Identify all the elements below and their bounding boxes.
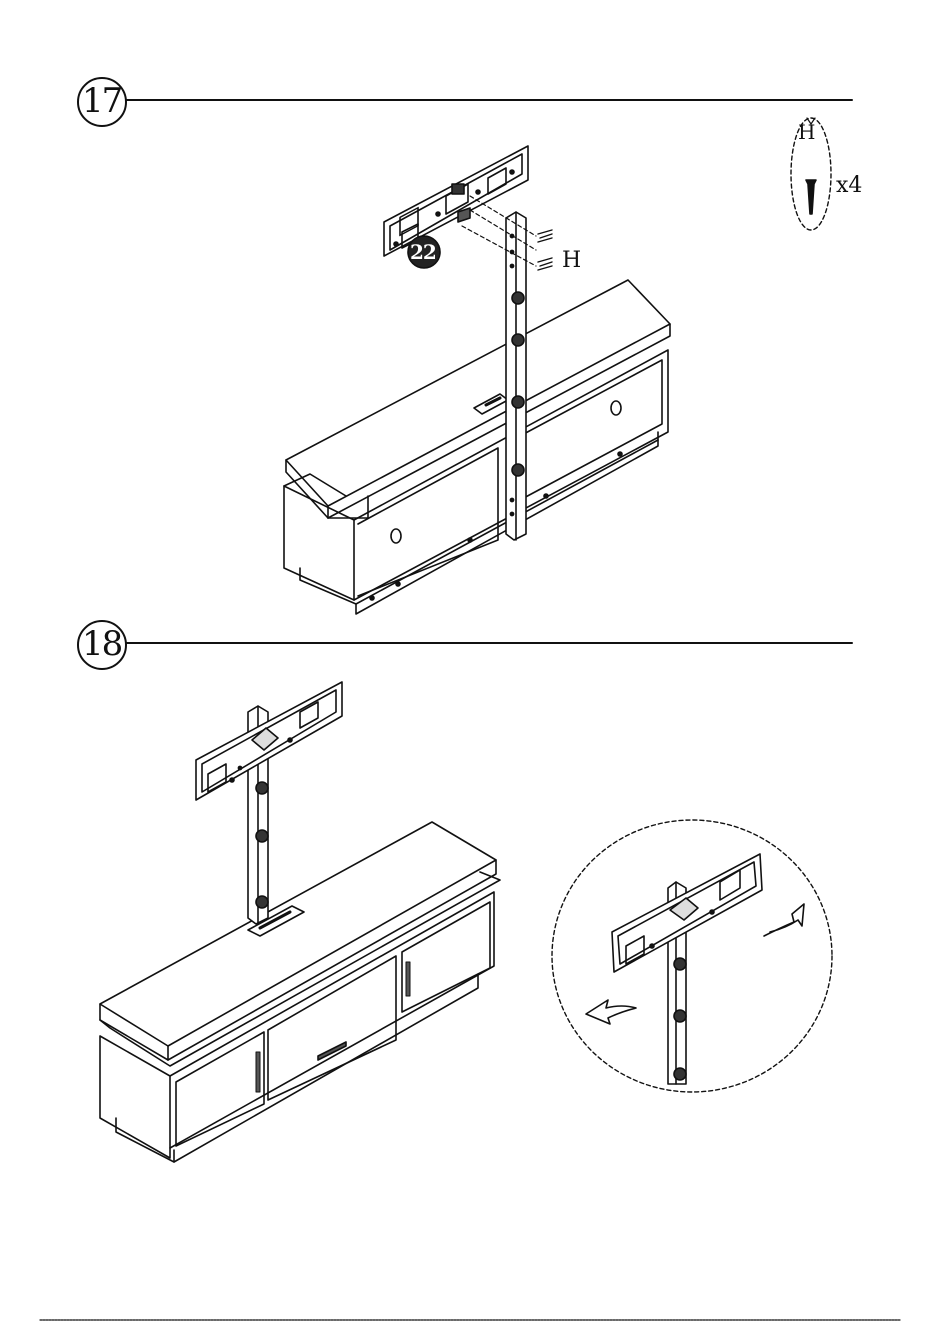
screw-lower: [538, 258, 552, 270]
step18-mount-plate: [196, 682, 342, 800]
cabinet-left-box: [284, 486, 354, 600]
door-hole-left: [391, 529, 401, 543]
cabinet18-front: [170, 892, 494, 1148]
step17-number: 17: [82, 84, 121, 118]
hardware-legend-label: H: [798, 120, 815, 144]
screw-callout-label: H: [562, 248, 581, 273]
step18-number: 18: [82, 627, 121, 661]
step18-cabinet: [100, 822, 500, 1162]
tilt-arrow-right-icon: [764, 904, 804, 936]
screw-icon: [806, 180, 816, 214]
tilt-arrow-left-icon: [586, 1000, 636, 1024]
detail-circle-outline: [552, 820, 832, 1092]
hardware-legend-quantity: x4: [836, 173, 862, 198]
step17-cabinet: [284, 280, 670, 614]
step17-header: [78, 78, 852, 126]
door-hole-right: [611, 401, 621, 415]
step18-header: [78, 621, 852, 669]
screws-h: [538, 230, 552, 270]
screw-upper: [538, 230, 552, 242]
door-left: [176, 1032, 264, 1146]
step18-detail-view: [552, 820, 832, 1092]
part-22-label: 22: [410, 240, 436, 264]
step17-pole: [506, 212, 526, 540]
